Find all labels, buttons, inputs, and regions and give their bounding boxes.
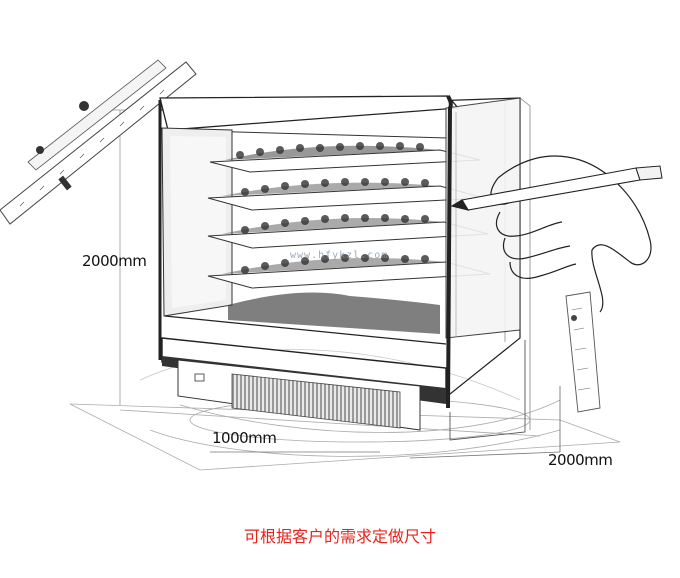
hand-pencil-sketch xyxy=(450,155,663,313)
depth-dimension-label: 2000mm xyxy=(548,451,613,469)
shelf xyxy=(209,145,481,173)
ruler-right xyxy=(565,291,601,413)
caption-text: 可根据客户的需求定做尺寸 xyxy=(243,527,436,546)
produce-well xyxy=(228,292,440,334)
right-glass-panel xyxy=(445,97,521,339)
ruler-top-left xyxy=(0,59,197,225)
left-glass-panel xyxy=(161,127,233,317)
front-plinth xyxy=(161,337,447,431)
watermark-url: www.hfykzl.com xyxy=(290,250,389,261)
height-dimension-line xyxy=(113,109,127,405)
shelves xyxy=(207,145,491,289)
produce xyxy=(236,142,429,274)
front-frame xyxy=(158,95,453,409)
height-dimension-label: 2000mm xyxy=(82,252,147,270)
shelf xyxy=(207,182,485,211)
width-dimension-label: 1000mm xyxy=(212,429,277,447)
